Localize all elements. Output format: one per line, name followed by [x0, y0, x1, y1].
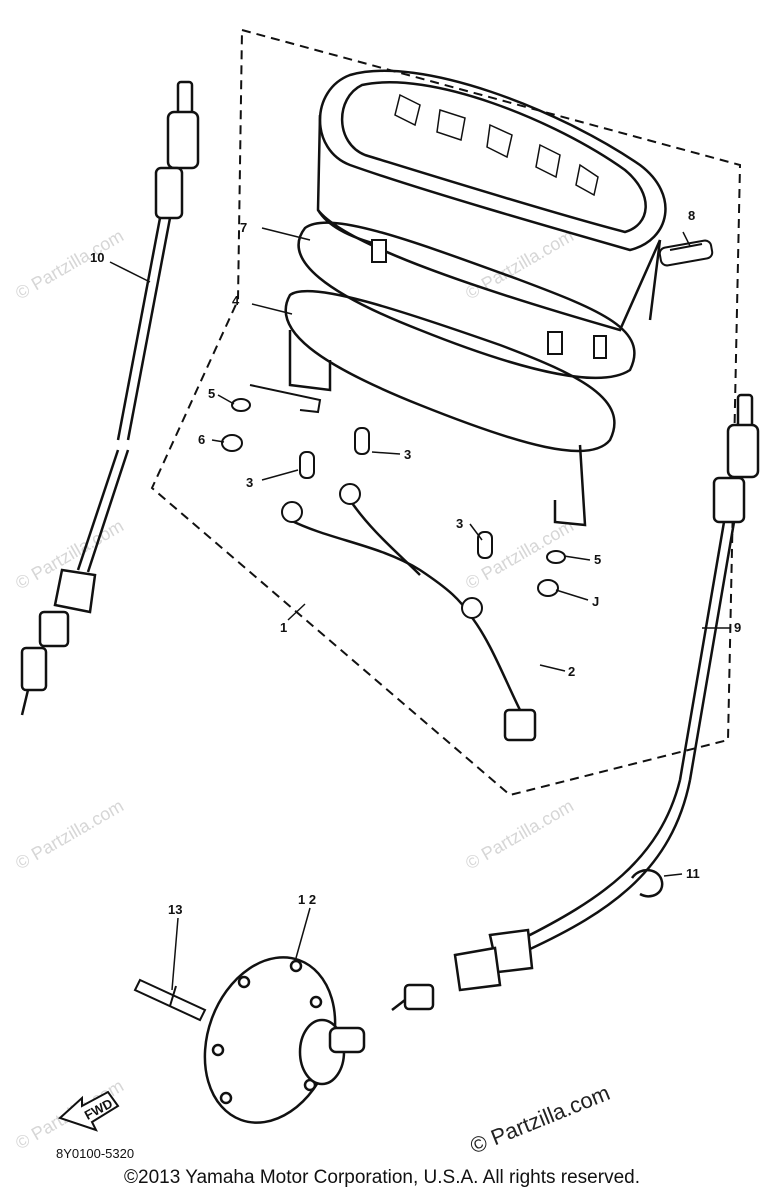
- bulb-parts-3: [299, 427, 493, 559]
- gasket-part-7: [297, 221, 636, 380]
- callout-1: 1: [280, 620, 287, 635]
- mount-bolt-bracket: [249, 384, 322, 414]
- meter-studs: [371, 239, 607, 359]
- meter-assembly-boundary: [150, 28, 742, 797]
- cable-clamp-part-11: [630, 869, 664, 898]
- callout-4: 4: [232, 293, 240, 308]
- callout-6: 6: [198, 432, 205, 447]
- copyright-notice: ©2013 Yamaha Motor Corporation, U.S.A. A…: [124, 1167, 640, 1188]
- watermark: © Partzilla.com: [12, 225, 127, 303]
- speedometer-cable-part-9: [391, 393, 760, 1011]
- callout-6: J: [592, 594, 599, 609]
- callout-7: 7: [240, 220, 247, 235]
- callout-2: 2: [568, 664, 575, 679]
- meter-housing: [316, 69, 667, 332]
- callout-10: 10: [90, 250, 104, 265]
- pin-part-13: [133, 978, 207, 1022]
- callout-11: 11: [686, 866, 700, 881]
- callout-3: 3: [246, 475, 253, 490]
- wire-harness-part-2: [289, 499, 537, 742]
- callout-9: 9: [734, 620, 741, 635]
- meter-dial-markings: [394, 93, 599, 197]
- diagram-code: 8Y0100-5320: [56, 1146, 134, 1161]
- tachometer-cable-part-10: [20, 80, 200, 716]
- callout-13: 13: [168, 902, 182, 917]
- callout-5: 5: [594, 552, 601, 567]
- bracket-part-4: [284, 289, 616, 527]
- washer-nut-parts: [221, 398, 566, 597]
- callout-12: 1 2: [298, 892, 316, 907]
- callout-3: 3: [404, 447, 411, 462]
- callout-8: 8: [688, 208, 695, 223]
- watermark: © Partzilla.com: [12, 795, 127, 873]
- bulb-sockets: [281, 483, 483, 619]
- callout-5: 5: [208, 386, 215, 401]
- partzilla-watermark: © Partzilla.com: [467, 1080, 614, 1159]
- meter-gear-unit-part-12: [203, 956, 366, 1124]
- callout-labels: 7 4 5 6 3 3 3 5 J 2 1 8 10 9 11 1 2 13: [90, 208, 741, 917]
- watermark: © Partzilla.com: [462, 795, 577, 873]
- reset-knob-part-8: [658, 239, 714, 267]
- leader-lines: [109, 227, 730, 991]
- callout-3: 3: [456, 516, 463, 531]
